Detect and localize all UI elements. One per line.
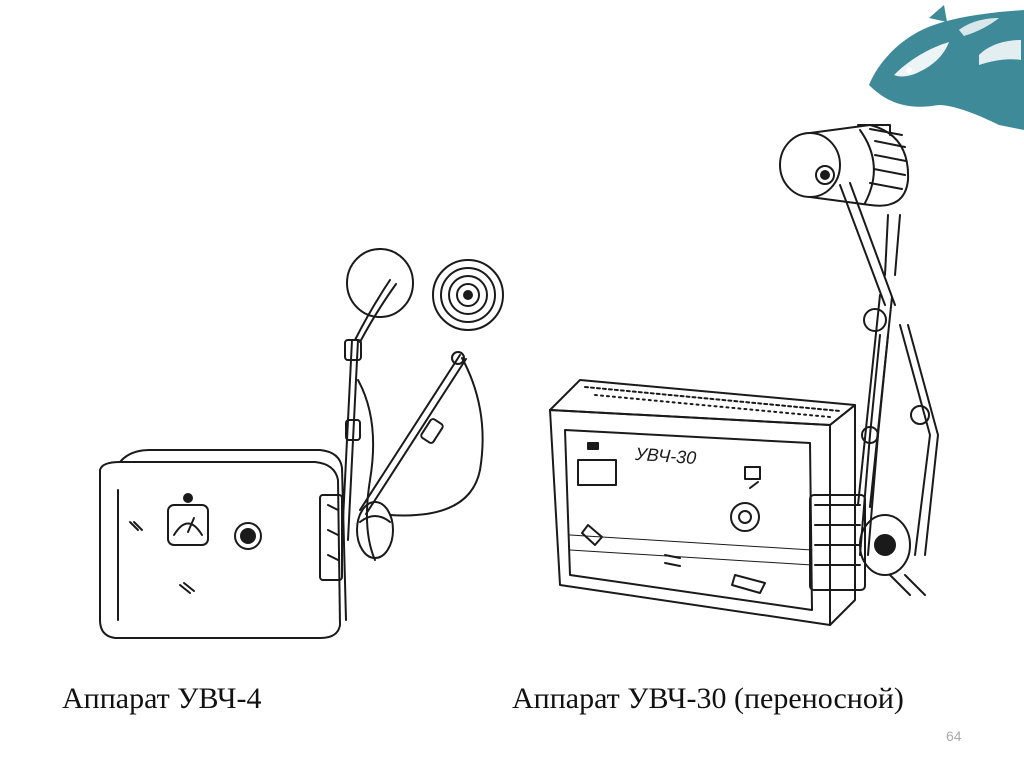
caption-uvch4: Аппарат УВЧ-4 [62,682,262,715]
horse-head-icon [869,5,1024,130]
uvch4-device-illustration [99,248,504,639]
caption-uvch30: Аппарат УВЧ-30 (переносной) [512,682,904,715]
device-panel-label: УВЧ-30 [634,444,697,468]
uvch30-device-illustration: УВЧ-30 [549,124,939,626]
page-number: 64 [946,728,962,744]
